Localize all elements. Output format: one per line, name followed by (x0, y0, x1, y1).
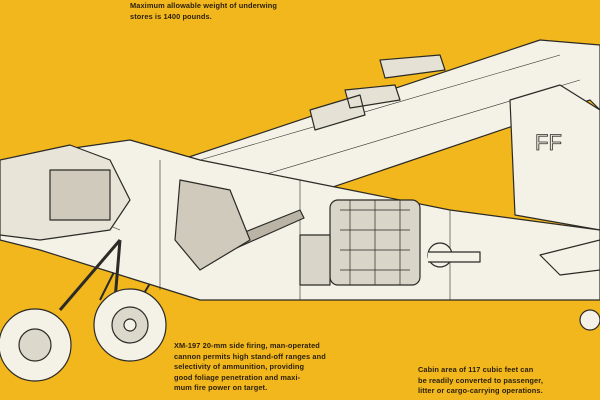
caption-line: good foliage penetration and maxi- (174, 372, 301, 382)
caption-line: mum fire power on target. (174, 383, 268, 392)
tail-fin (509, 84, 600, 231)
underwing-stores-caption: Maximum allowable weight of underwing st… (130, 1, 277, 22)
cannon-caption: XM-197 20-mm side firing, man-operated c… (174, 341, 326, 394)
cabin-caption: Cabin area of 117 cubic feet can be read… (418, 365, 543, 397)
caption-line: be readily converted to passenger, (418, 375, 543, 385)
caption-line: Cabin area of 117 cubic feet can (418, 365, 534, 374)
caption-line: stores is 1400 pounds. (130, 11, 212, 21)
svg-text:FF: FF (535, 130, 562, 155)
caption-line: selectivity of ammunition, providing (174, 362, 305, 371)
caption-line: cannon permits high stand-off ranges and (174, 351, 326, 361)
caption-line: Maximum allowable weight of underwing (130, 1, 278, 10)
caption-line: XM-197 20-mm side firing, man-operated (174, 341, 320, 350)
caption-line: litter or cargo-carrying operations. (418, 386, 543, 395)
